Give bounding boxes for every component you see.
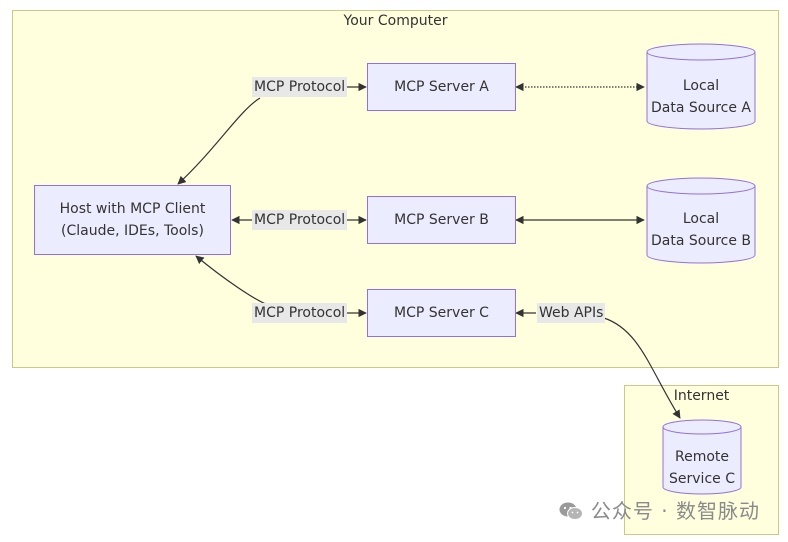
remote-c-line-2: Service C [669,471,735,487]
local-a-line-1: Local [682,78,720,94]
cluster-title-internet: Internet [673,388,730,404]
database-remote-c-shape [662,419,742,495]
edge-label-mcp-protocol-c: MCP Protocol [252,303,348,323]
wechat-logo-icon [559,501,583,520]
local-a-line-2: Data Source A [651,100,751,116]
node-local-data-source-b: Local Data Source B [647,208,755,252]
edge-label-mcp-protocol-b: MCP Protocol [252,210,348,230]
local-b-line-2: Data Source B [650,233,752,249]
edge-host-server-c [195,255,269,306]
cluster-internet: Internet [624,385,779,535]
node-mcp-server-b: MCP Server B [367,196,516,244]
node-mcp-server-a: MCP Server A [367,63,516,111]
edge-web-apis-remote-c [603,317,681,419]
node-host-mcp-client: Host with MCP Client (Claude, IDEs, Tool… [34,185,231,255]
database-local-a-shape [646,43,756,130]
local-b-line-1: Local [682,211,720,227]
watermark-text: 公众号 · 数智脉动 [590,499,760,523]
remote-c-line-1: Remote [674,449,730,465]
edge-host-server-a [177,97,261,185]
host-line-1: Host with MCP Client [59,201,206,217]
edge-label-web-apis: Web APIs [537,303,606,323]
cluster-title-your-computer: Your Computer [343,13,448,29]
node-remote-service-c: Remote Service C [663,446,741,490]
host-line-2: (Claude, IDEs, Tools) [61,223,204,239]
watermark: 公众号 · 数智脉动 [559,495,760,524]
node-mcp-server-c: MCP Server C [367,289,516,337]
node-local-data-source-a: Local Data Source A [647,75,755,119]
edge-label-mcp-protocol-a: MCP Protocol [252,77,348,97]
database-local-b-shape [646,177,756,264]
